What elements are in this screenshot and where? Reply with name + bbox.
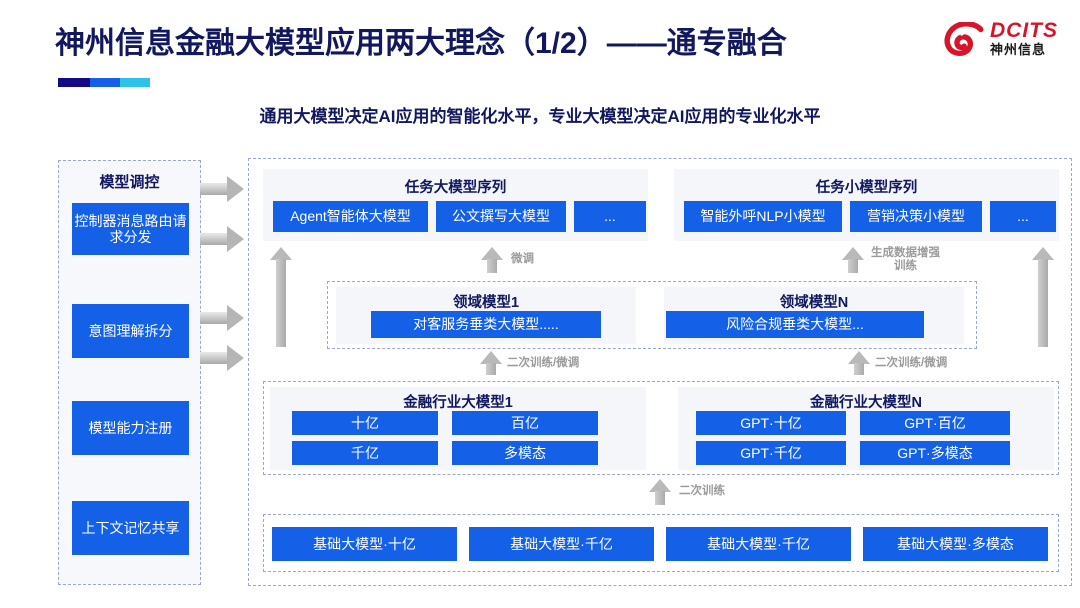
box-label: 基础大模型·十亿 (313, 535, 416, 552)
industry-model-n-panel: 金融行业大模型N GPT·十亿 GPT·百亿 GPT·千亿 GPT·多模态 (678, 387, 1054, 470)
box-label: GPT·多模态 (897, 444, 973, 461)
logo-text-cn: 神州信息 (990, 42, 1047, 57)
industry-model-n-box-3[interactable]: GPT·千亿 (696, 441, 846, 465)
box-label: 基础大模型·千亿 (510, 535, 613, 552)
connector-label-gen-data-aug: 生成数据增强 训练 (871, 247, 940, 272)
task-model-box-document-writing[interactable]: 公文撰写大模型 (436, 201, 566, 232)
up-arrow-icon-retrain-finetune-right (848, 351, 870, 375)
sidebar-item-intent-parsing[interactable]: 意图理解拆分 (72, 304, 189, 358)
accent-segment-2 (90, 78, 120, 87)
accent-segment-3 (120, 78, 150, 87)
task-large-model-sequence-panel: 任务大模型序列 Agent智能体大模型 公文撰写大模型 ... (263, 169, 648, 241)
logo-text-en: DCITS (990, 19, 1058, 42)
up-arrow-icon-outer-right (1031, 247, 1055, 347)
sidebar-item-label: 模型能力注册 (88, 419, 173, 436)
sidebar-model-control: 模型调控 控制器消息路由请求分发 意图理解拆分 模型能力注册 上下文记忆共享 (58, 160, 201, 585)
connector-label-fine-tune: 微调 (511, 253, 534, 265)
company-logo: DCITS 神州信息 (944, 18, 1074, 74)
right-arrow-icon-3 (200, 305, 244, 331)
industry-model-1-title: 金融行业大模型1 (403, 395, 513, 411)
title-accent-bar (58, 78, 150, 87)
right-arrow-icon-2 (200, 226, 244, 252)
box-label: GPT·千亿 (740, 444, 802, 461)
connector-label-retrain: 二次训练 (679, 485, 725, 497)
task-small-model-sequence-panel: 任务小模型序列 智能外呼NLP小模型 营销决策小模型 ... (674, 169, 1059, 241)
architecture-diagram: 任务大模型序列 Agent智能体大模型 公文撰写大模型 ... 任务小模型序列 … (248, 158, 1072, 586)
industry-model-n-title: 金融行业大模型N (810, 395, 922, 411)
box-label: 基础大模型·千亿 (707, 535, 810, 552)
sidebar-title: 模型调控 (99, 174, 160, 191)
industry-model-1-box-3[interactable]: 千亿 (292, 441, 438, 465)
domain-model-n-panel: 领域模型N 风险合规垂类大模型... (664, 287, 964, 344)
foundation-model-layer: 基础大模型·十亿 基础大模型·千亿 基础大模型·千亿 基础大模型·多模态 (263, 514, 1059, 572)
dcits-swirl-icon (944, 22, 984, 56)
box-label: 多模态 (504, 444, 546, 461)
task-model-box-more[interactable]: ... (574, 201, 646, 232)
box-label: 百亿 (511, 414, 539, 431)
box-label: ... (604, 208, 616, 225)
task-model-box-agent[interactable]: Agent智能体大模型 (273, 201, 428, 232)
domain-model-1-panel: 领域模型1 对客服务垂类大模型..... (336, 287, 636, 344)
task-small-model-sequence-title: 任务小模型序列 (815, 180, 918, 196)
box-label: 营销决策小模型 (867, 208, 965, 225)
foundation-model-box-1[interactable]: 基础大模型·十亿 (272, 527, 457, 561)
box-label: Agent智能体大模型 (290, 208, 411, 225)
connector-label-retrain-finetune-left: 二次训练/微调 (507, 357, 580, 369)
industry-model-n-box-2[interactable]: GPT·百亿 (860, 411, 1010, 435)
task-small-model-box-more[interactable]: ... (990, 201, 1056, 232)
sidebar-item-capability-registry[interactable]: 模型能力注册 (72, 401, 189, 455)
industry-model-n-box-4[interactable]: GPT·多模态 (860, 441, 1010, 465)
domain-model-1-title: 领域模型1 (452, 295, 520, 311)
box-label: ... (1017, 208, 1029, 225)
sidebar-item-context-memory-share[interactable]: 上下文记忆共享 (72, 501, 189, 555)
domain-model-1-box[interactable]: 对客服务垂类大模型..... (371, 311, 601, 338)
foundation-model-box-4[interactable]: 基础大模型·多模态 (863, 527, 1048, 561)
industry-model-layer: 金融行业大模型1 十亿 百亿 千亿 多模态 金融行业大模型N GPT· (263, 381, 1059, 475)
industry-model-1-box-4[interactable]: 多模态 (452, 441, 598, 465)
task-small-model-box-marketing-decision[interactable]: 营销决策小模型 (850, 201, 982, 232)
sidebar-item-label: 意图理解拆分 (88, 322, 173, 339)
up-arrow-icon-retrain (649, 479, 671, 505)
right-arrow-icon-1 (200, 176, 244, 202)
box-label: GPT·百亿 (904, 414, 966, 431)
logo-text: DCITS 神州信息 (990, 20, 1058, 58)
box-label: 对客服务垂类大模型..... (413, 316, 559, 333)
box-label: 智能外呼NLP小模型 (700, 208, 826, 225)
box-label: 风险合规垂类大模型... (726, 316, 864, 333)
up-arrow-icon-gen-data-aug (842, 247, 864, 273)
box-label: 千亿 (351, 444, 379, 461)
up-arrow-icon-outer-left (269, 247, 293, 347)
industry-model-n-box-1[interactable]: GPT·十亿 (696, 411, 846, 435)
up-arrow-icon-finetune-left (481, 247, 503, 273)
foundation-model-box-3[interactable]: 基础大模型·千亿 (666, 527, 851, 561)
page-subtitle: 通用大模型决定AI应用的智能化水平，专业大模型决定AI应用的专业化水平 (259, 107, 821, 126)
box-label: GPT·十亿 (740, 414, 802, 431)
page-title: 神州信息金融大模型应用两大理念（1/2）——通专融合 (55, 27, 787, 60)
accent-segment-1 (58, 78, 90, 87)
industry-model-1-box-1[interactable]: 十亿 (292, 411, 438, 435)
connector-label-retrain-finetune-right: 二次训练/微调 (875, 357, 948, 369)
right-arrow-icon-4 (200, 345, 244, 371)
task-large-model-sequence-title: 任务大模型序列 (404, 180, 507, 196)
industry-model-1-box-2[interactable]: 百亿 (452, 411, 598, 435)
up-arrow-icon-retrain-finetune-left (480, 351, 502, 375)
sidebar-item-label: 控制器消息路由请求分发 (74, 212, 187, 245)
domain-model-n-box[interactable]: 风险合规垂类大模型... (666, 311, 924, 338)
task-small-model-box-nlp-outbound[interactable]: 智能外呼NLP小模型 (684, 201, 842, 232)
domain-model-n-title: 领域模型N (779, 295, 849, 311)
foundation-model-box-2[interactable]: 基础大模型·千亿 (469, 527, 654, 561)
sidebar-item-label: 上下文记忆共享 (81, 519, 180, 536)
domain-model-layer: 领域模型1 对客服务垂类大模型..... 领域模型N 风险合规垂类大模型... (327, 281, 977, 349)
sidebar-item-controller-routing[interactable]: 控制器消息路由请求分发 (72, 203, 189, 255)
box-label: 十亿 (351, 414, 379, 431)
box-label: 公文撰写大模型 (452, 208, 550, 225)
industry-model-1-panel: 金融行业大模型1 十亿 百亿 千亿 多模态 (270, 387, 646, 470)
box-label: 基础大模型·多模态 (897, 535, 1014, 552)
slide-header: 神州信息金融大模型应用两大理念（1/2）——通专融合 DCITS 神州信息 通用… (0, 0, 1080, 127)
